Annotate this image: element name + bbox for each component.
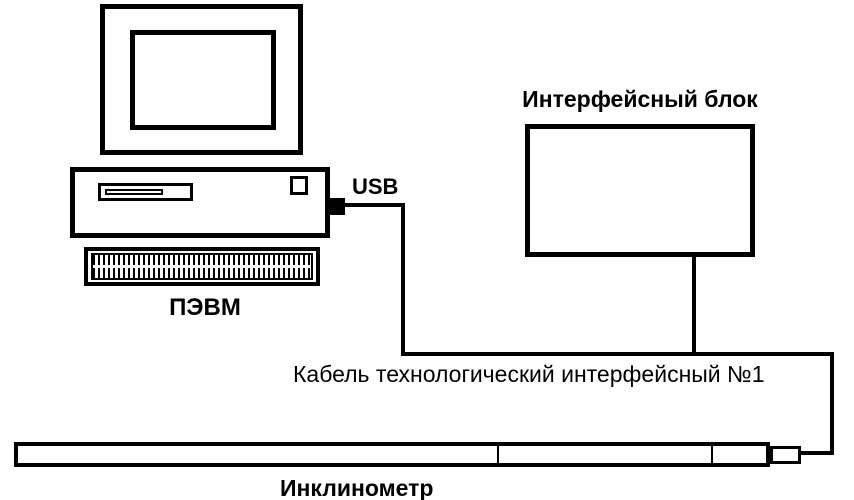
keyboard-row-gap <box>93 265 311 268</box>
interface-block-label: Интерфейсный блок <box>522 86 758 112</box>
inclinometer-section-divider <box>497 446 499 463</box>
monitor-screen <box>130 30 276 130</box>
interface-block <box>525 124 755 257</box>
cable-inclinometer-stub <box>800 451 834 455</box>
cable-vertical-right <box>830 352 834 455</box>
pc-label: ПЭВМ <box>169 294 241 321</box>
floppy-drive-detail <box>105 189 163 195</box>
cable-horizontal <box>401 352 834 356</box>
cable-vertical-left <box>401 203 405 356</box>
usb-label: USB <box>352 174 399 199</box>
inclinometer-body <box>14 442 770 467</box>
power-button-square <box>290 176 308 195</box>
inclinometer-label: Инклинометр <box>280 475 434 500</box>
cable-usb-stub <box>345 203 405 207</box>
inclinometer-end-connector <box>770 446 801 464</box>
keyboard <box>84 247 320 286</box>
cable-label: Кабель технологический интерфейсный №1 <box>293 361 765 387</box>
inclinometer-section-divider <box>711 446 713 463</box>
usb-connector <box>330 198 345 215</box>
system-unit <box>70 167 330 238</box>
floppy-drive-slot <box>98 183 193 201</box>
cable-interface-block-drop <box>692 257 696 356</box>
monitor-frame <box>100 4 303 155</box>
